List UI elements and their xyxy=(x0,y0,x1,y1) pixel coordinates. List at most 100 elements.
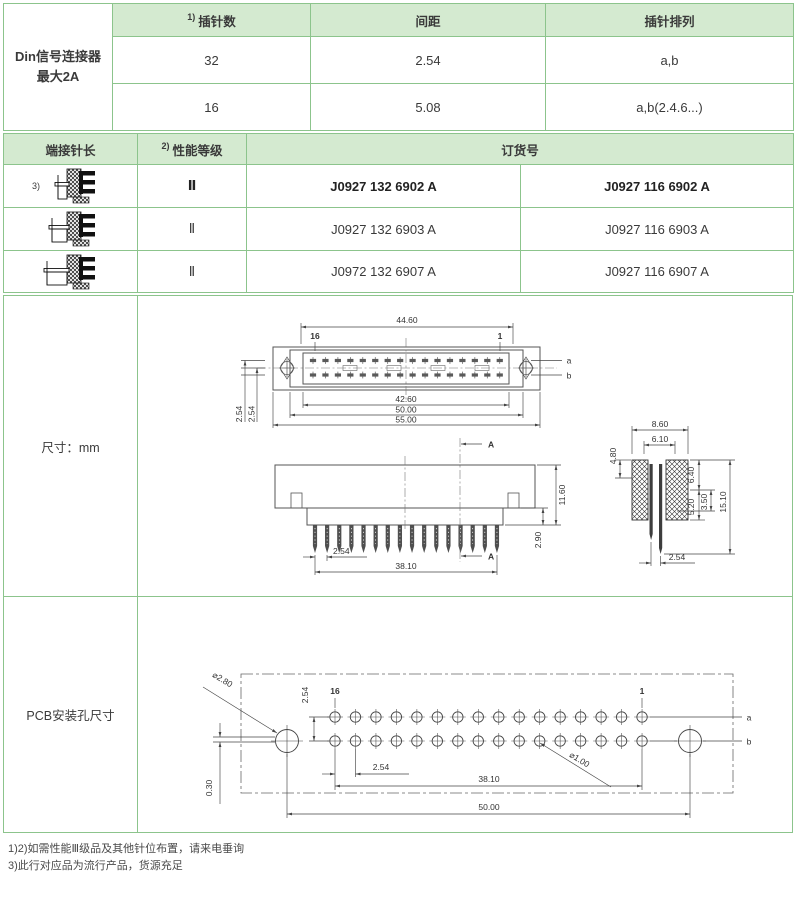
pin-tip xyxy=(337,546,342,553)
solder-pins xyxy=(312,525,500,553)
cell-pitch-254: 2.54 xyxy=(311,37,545,83)
cell-arr-ab246: a,b(2.4.6...) xyxy=(546,84,793,130)
product-title: Din信号连接器 最大2A xyxy=(4,4,112,130)
contact-pins xyxy=(649,464,663,554)
grade-cell-3: Ⅱ xyxy=(138,251,246,292)
pin-tip xyxy=(422,546,427,553)
dim-860: 8.60 xyxy=(652,419,669,429)
order-116-6903: J0927 116 6903 A xyxy=(521,208,793,250)
pin-tip xyxy=(325,546,330,553)
hole-row-a xyxy=(327,709,651,725)
row-b-label: b xyxy=(567,371,572,381)
section-a-bottom: A xyxy=(488,552,494,562)
board-outline xyxy=(240,673,734,794)
pin-tip xyxy=(409,546,415,553)
solder-pin xyxy=(361,525,366,546)
row-a-label: a xyxy=(567,356,572,366)
order-132-6902: J0927 132 6902 A xyxy=(247,165,520,207)
pin-tip xyxy=(494,546,500,553)
pin-tip xyxy=(458,546,463,553)
dims-section-label: 尺寸：mm xyxy=(4,296,137,596)
header-arrangement-label: 插针排列 xyxy=(644,14,695,29)
pcb-section-label: PCB安装孔尺寸 xyxy=(4,597,137,832)
dim-610: 6.10 xyxy=(652,434,669,444)
pin-label-1: 1 xyxy=(640,686,645,696)
mounting-holes xyxy=(271,725,706,757)
product-line1: Din信号连接器 xyxy=(15,49,101,64)
dimension-labels: 8.60 6.10 4.80 6.40 5.20 3.50 15.10 2.54 xyxy=(608,419,728,562)
solder-pin xyxy=(349,525,354,546)
order-116-6907: J0927 116 6907 A xyxy=(521,251,793,292)
pin-tip xyxy=(349,546,354,553)
solder-pin xyxy=(422,525,427,546)
solder-pin xyxy=(373,525,378,546)
footnote-marker-1: 1) xyxy=(187,12,196,22)
grade-cell-1: Ⅱ xyxy=(138,165,246,207)
dim-5500: 55.00 xyxy=(395,415,417,425)
solder-pin xyxy=(397,525,403,546)
dim-480: 4.80 xyxy=(608,447,618,464)
dimension-drawings-cell: 44.60 16 1 a b 42.60 50.00 55.00 2.54 2.… xyxy=(138,296,792,596)
pcb-hole-drawing: 16 1 a b 2.54 ⌀2.80 0.30 2.54 38.10 ⌀1.0… xyxy=(202,670,752,818)
dim-520: 5.20 xyxy=(686,498,696,515)
order-132-6903: J0927 132 6903 A xyxy=(247,208,520,250)
dim-1510: 15.10 xyxy=(718,491,728,513)
dia-100: ⌀1.00 xyxy=(568,750,592,770)
pin-tip xyxy=(434,546,439,553)
solder-pin xyxy=(470,525,475,546)
dim-640: 6.40 xyxy=(686,466,696,483)
row-a-label: a xyxy=(747,713,752,723)
pin-row-b xyxy=(309,371,503,379)
footnote-marker-3: 3) xyxy=(32,181,41,191)
insulator-section xyxy=(631,459,689,521)
centerlines xyxy=(257,338,557,400)
solder-pin xyxy=(337,525,342,546)
pin-tip xyxy=(470,546,475,553)
pin-length-icon-cell-2 xyxy=(4,208,137,250)
cell-pins-16: 16 xyxy=(113,84,310,130)
dim-254-left2: 2.54 xyxy=(247,405,257,422)
dimension-lines xyxy=(615,426,735,566)
header-termination-length: 端接针长 xyxy=(4,134,137,164)
header-order-number: 订货号 xyxy=(247,134,793,164)
pin-tip xyxy=(312,546,318,553)
footnote-1: 1)2)如需性能Ⅲ级品及其他针位布置，请来电垂询 xyxy=(8,843,245,855)
header-grade: 2) 性能等级 xyxy=(138,134,246,164)
product-line2: 最大2A xyxy=(36,69,80,84)
dim-254-left1: 2.54 xyxy=(235,405,244,422)
order-116-6902: J0927 116 6902 A xyxy=(521,165,793,207)
order-132-6907: J0972 132 6907 A xyxy=(247,251,520,292)
solder-pin xyxy=(325,525,330,546)
footnote-marker-2: 2) xyxy=(161,141,170,151)
dim-254: 2.54 xyxy=(669,552,686,562)
header-arrangement: 插针排列 xyxy=(546,4,793,36)
dim-254: 2.54 xyxy=(333,546,350,556)
pin-tip xyxy=(446,546,451,553)
front-view-drawing: 44.60 16 1 a b 42.60 50.00 55.00 2.54 2.… xyxy=(235,315,572,428)
short-pin-icon xyxy=(54,168,95,204)
solder-pin xyxy=(494,525,500,546)
dim-4260: 42.60 xyxy=(395,394,417,404)
header-pitch: 间距 xyxy=(311,4,545,36)
pin-tip xyxy=(373,546,378,553)
pin-row-a xyxy=(309,357,503,371)
cross-section-drawing: 8.60 6.10 4.80 6.40 5.20 3.50 15.10 2.54 xyxy=(608,419,735,566)
dim-290: 2.90 xyxy=(533,531,543,548)
dimension-lines xyxy=(241,323,562,428)
dim-3810: 38.10 xyxy=(478,774,500,784)
solder-pin xyxy=(482,525,487,546)
pcb-drawing-cell: 16 1 a b 2.54 ⌀2.80 0.30 2.54 38.10 ⌀1.0… xyxy=(138,597,792,832)
pin-tip xyxy=(482,546,487,553)
dimension-lines xyxy=(202,686,742,818)
spec-table: Din信号连接器 最大2A 1) 插针数 间距 插针排列 32 2.54 a,b… xyxy=(3,3,794,131)
dim-5000: 50.00 xyxy=(478,802,500,812)
solder-pin xyxy=(434,525,439,546)
dim-1160: 11.60 xyxy=(557,484,567,505)
pin-label-16: 16 xyxy=(330,686,340,696)
dim-254-pitch: 2.54 xyxy=(373,762,390,772)
solder-pin xyxy=(446,525,451,546)
connector-outline xyxy=(272,346,541,391)
dim-030: 0.30 xyxy=(204,779,214,796)
dim-5000: 50.00 xyxy=(395,405,417,415)
